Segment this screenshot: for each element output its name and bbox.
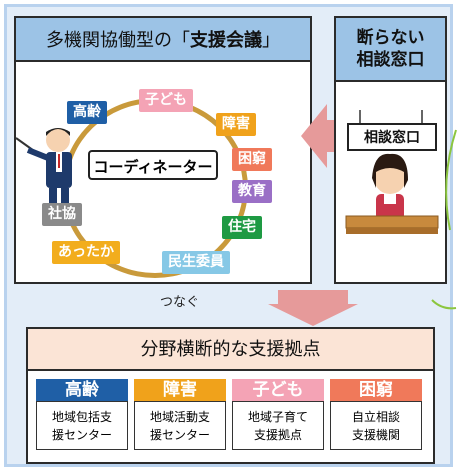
tag-poverty: 困窮	[232, 148, 272, 171]
consultation-desk-icon	[345, 110, 439, 234]
arrow-to-meeting-icon	[301, 104, 341, 168]
tag-children: 子ども	[139, 89, 193, 112]
hub-column-body: 地域包括支援センター	[36, 401, 128, 450]
tag-social-welfare-council: 社協	[42, 203, 82, 226]
green-curve-decoration	[431, 129, 457, 310]
hub-column-poverty: 困窮 自立相談支援機関	[330, 379, 422, 450]
tag-housing: 住宅	[222, 216, 262, 239]
hub-column-children: 子ども 地域子育て支援拠点	[232, 379, 324, 450]
coordinator-label: コーディネーター	[88, 150, 218, 180]
hub-title: 分野横断的な支援拠点	[28, 329, 433, 371]
hub-column-body: 地域活動支援センター	[134, 401, 226, 450]
hub-column-elderly: 高齢 地域包括支援センター	[36, 379, 128, 450]
consultation-sign-label: 相談窓口	[364, 130, 420, 146]
tag-welfare-commissioner: 民生委員	[162, 251, 230, 274]
hub-column-disability: 障害 地域活動支援センター	[134, 379, 226, 450]
hub-column-head: 高齢	[36, 379, 128, 401]
support-meeting-title: 多機関協働型の「支援会議」	[16, 18, 310, 62]
arrow-down-icon	[268, 290, 358, 326]
consultation-window-title: 断らない 相談窓口	[336, 18, 445, 82]
tag-disability: 障害	[216, 113, 256, 136]
tag-elderly: 高齢	[67, 101, 107, 124]
coordinator-person-icon	[15, 128, 72, 214]
hub-column-head: 困窮	[330, 379, 422, 401]
hub-column-body: 自立相談支援機関	[330, 401, 422, 450]
hub-column-head: 障害	[134, 379, 226, 401]
hub-column-head: 子ども	[232, 379, 324, 401]
tag-education: 教育	[232, 180, 272, 203]
hub-column-body: 地域子育て支援拠点	[232, 401, 324, 450]
tag-attaka: あったか	[52, 241, 120, 264]
connect-label: つなぐ	[160, 295, 200, 310]
cross-sector-hub-panel: 分野横断的な支援拠点 高齢 地域包括支援センター 障害 地域活動支援センター 子…	[26, 327, 435, 464]
